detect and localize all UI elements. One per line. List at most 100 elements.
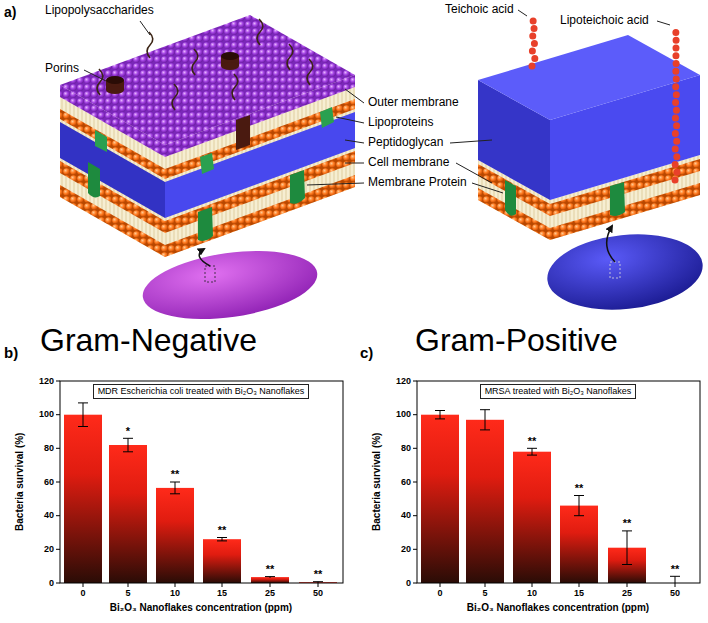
svg-line <box>450 140 492 143</box>
svg-path <box>290 170 305 204</box>
axis-tick-label: 15 <box>574 588 584 598</box>
label-text: Teichoic acid <box>445 3 514 17</box>
svg-path <box>192 49 198 75</box>
significance-mark: ** <box>171 468 180 481</box>
svg-polygon <box>200 153 214 174</box>
svg-rect <box>560 506 598 583</box>
svg-path <box>607 226 615 262</box>
membrane-protein <box>88 162 305 241</box>
axis-title: Bi₂O₃ Nanoflakes concentration (ppm) <box>467 602 649 614</box>
svg-path <box>172 84 178 110</box>
axis-tick-label: 60 <box>44 477 54 487</box>
label-text: Peptidoglycan <box>368 136 443 150</box>
error-bars <box>78 403 323 583</box>
axis-tick-label: 0 <box>80 588 85 598</box>
svg-path <box>257 19 263 45</box>
svg-line <box>345 163 364 164</box>
svg-path <box>199 249 210 266</box>
significance-mark: ** <box>528 435 537 448</box>
svg-polygon <box>165 175 355 257</box>
svg-line <box>84 70 106 81</box>
label-text: Lipopolysaccharides <box>45 4 154 18</box>
svg-line <box>336 117 364 123</box>
lipoprotein <box>95 107 334 174</box>
axis-tick-label: 100 <box>396 409 411 419</box>
svg-path <box>217 538 227 541</box>
svg-ellipse <box>106 76 124 84</box>
axis-tick-label: 15 <box>217 588 227 598</box>
lipopolysaccharide <box>97 19 313 110</box>
svg-path <box>97 69 103 95</box>
significance-mark: ** <box>218 524 227 537</box>
svg-polygon <box>60 15 355 145</box>
svg-rect <box>251 577 289 583</box>
svg-rect <box>417 381 700 583</box>
axis-tick-label: 5 <box>482 588 487 598</box>
svg-line <box>657 21 670 25</box>
svg-polygon <box>320 107 334 128</box>
label-text: Cell membrane <box>368 156 449 170</box>
axis-tick-label: 80 <box>401 443 411 453</box>
bar-chart-b <box>56 381 343 587</box>
significance-mark: * <box>126 425 130 438</box>
svg-line <box>518 10 527 16</box>
membrane-protein <box>505 180 625 216</box>
significance-mark: ** <box>671 563 680 576</box>
label-text: Gram-Negative <box>40 322 257 359</box>
svg-path <box>435 411 445 419</box>
label-text: b) <box>4 344 18 361</box>
svg-ellipse <box>221 52 239 60</box>
svg-rect <box>203 539 241 583</box>
label-text: Lipoteichoic acid <box>560 14 649 28</box>
chart-title-text: MDR Escherichia coli treated with Bi₂O₃ … <box>98 386 305 396</box>
gram-negative-cell <box>138 241 321 329</box>
significance-mark: ** <box>575 482 584 495</box>
svg-line <box>472 183 503 193</box>
svg-line <box>140 21 150 35</box>
porin <box>106 52 239 94</box>
svg-path <box>574 496 584 516</box>
gram-negative-envelope <box>60 15 355 257</box>
svg-path <box>198 207 213 241</box>
svg-rect <box>513 452 551 583</box>
svg-rect <box>610 262 620 278</box>
axis-tick-label: 0 <box>406 578 411 588</box>
svg-rect <box>109 445 147 583</box>
axis-tick-label: 50 <box>313 588 323 598</box>
label-text: a) <box>4 4 16 20</box>
svg-path <box>610 182 625 216</box>
significance-mark: ** <box>623 517 632 530</box>
axis-tick-label: 10 <box>527 588 537 598</box>
axis-tick-label: 100 <box>39 409 54 419</box>
svg-rect <box>466 420 504 583</box>
bar-chart-c <box>413 381 700 587</box>
leader-lines <box>84 10 670 193</box>
svg-path <box>147 32 153 58</box>
svg-line <box>345 89 364 103</box>
significance-mark: ** <box>314 568 323 581</box>
svg-rect <box>60 381 343 583</box>
svg-path <box>56 381 318 587</box>
axis-tick-label: 25 <box>265 588 275 598</box>
label-text: Porins <box>45 62 79 76</box>
label-text: Membrane Protein <box>368 176 467 190</box>
axis-title: Bacteria survival (%) <box>371 433 383 531</box>
chart-title-box: MRSA treated with Bi₂O₃ Nanoflakes <box>480 384 637 399</box>
axis-tick-label: 0 <box>49 578 54 588</box>
label-text: Gram-Positive <box>415 322 618 359</box>
svg-path <box>287 44 293 70</box>
svg-polygon <box>478 35 700 120</box>
svg-path <box>170 482 180 494</box>
svg-rect <box>421 415 459 583</box>
axis-tick-label: 120 <box>39 376 54 386</box>
axis-tick-label: 60 <box>401 477 411 487</box>
axis-title: Bacteria survival (%) <box>14 433 26 531</box>
gram-positive-cell <box>544 226 707 317</box>
error-bars <box>435 410 680 583</box>
svg-path <box>670 576 680 583</box>
lipoteichoic-acid-chain <box>675 28 677 180</box>
axis-tick-label: 10 <box>170 588 180 598</box>
svg-path <box>232 74 238 100</box>
